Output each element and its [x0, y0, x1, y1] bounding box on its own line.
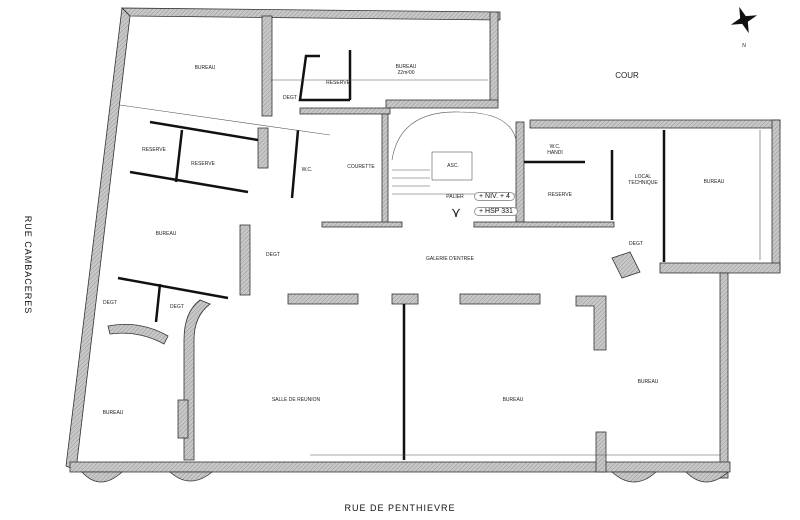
room-label: RESERVE — [548, 192, 572, 198]
room-label: DEGT — [170, 304, 184, 310]
room-label: W.C. — [301, 167, 313, 173]
room-label: DEGT — [103, 300, 117, 306]
room-label: DEGT — [283, 95, 297, 101]
room-label: BUREAU — [637, 379, 659, 385]
room-label: BUREAU — [502, 397, 524, 403]
compass-icon — [730, 6, 758, 34]
room-label: RESERVE — [142, 147, 166, 153]
room-label: DEGT — [629, 241, 643, 247]
court-label: COUR — [615, 71, 639, 80]
room-label: RESERVE — [191, 161, 215, 167]
room-label: BUREAU — [102, 410, 124, 416]
structural-walls — [65, 7, 781, 483]
room-label: COURETTE — [347, 164, 375, 170]
compass-north-label: N — [742, 43, 746, 49]
room-label: DEGT — [266, 252, 280, 258]
ceiling-height-tag: + HSP 331 — [474, 207, 518, 216]
room-label: SALLE DE REUNION — [271, 397, 321, 403]
room-label: W.C. HANDI — [547, 144, 563, 156]
ceiling-height-value: HSP 331 — [485, 208, 513, 215]
room-label: PALIER — [446, 194, 464, 200]
room-label: GALERIE D'ENTREE — [426, 256, 474, 262]
room-label: RESERVE — [326, 80, 350, 86]
room-label: BUREAU — [703, 179, 725, 185]
partitions — [117, 50, 666, 460]
street-label-south: RUE DE PENTHIEVRE — [344, 503, 456, 513]
entrance-arrow-icon: ⋎ — [450, 204, 462, 220]
level-value: NIV. + 4 — [485, 193, 510, 200]
room-label: BUREAU 22m²00 — [395, 64, 417, 76]
room-label: BUREAU — [194, 65, 216, 71]
room-label: ASC. — [447, 163, 459, 169]
room-label: LOCAL TECHNIQUE — [628, 174, 658, 186]
room-label: BUREAU — [155, 231, 177, 237]
level-tag: + NIV. + 4 — [474, 192, 515, 201]
street-label-west: RUE CAMBACERES — [23, 215, 33, 315]
